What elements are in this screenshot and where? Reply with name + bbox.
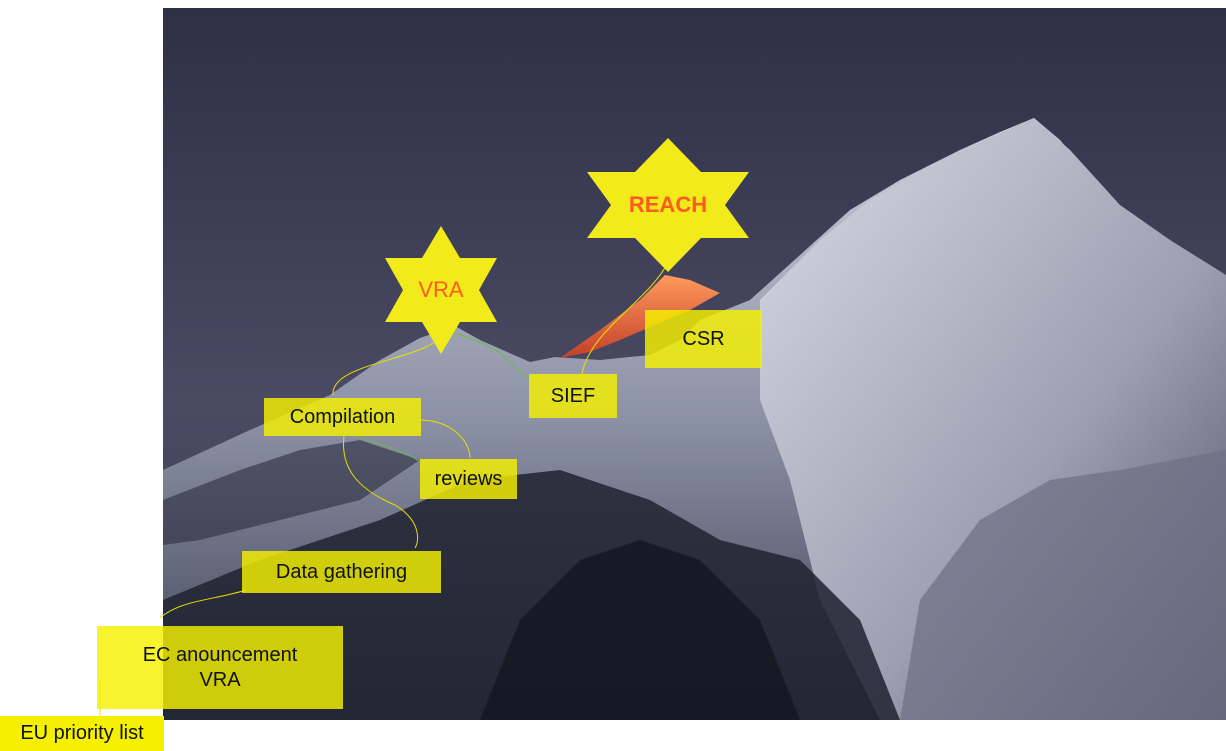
connector-reach-sief (581, 261, 669, 375)
reviews-label: reviews (420, 459, 517, 499)
far-ridge-shadow (163, 440, 420, 545)
shadow-ridge (480, 540, 800, 720)
star-reach (587, 138, 749, 272)
star-vra-label: VRA (418, 277, 464, 302)
ec-announcement-line1: EC anouncement (142, 643, 298, 666)
connector-compilation-datagathering (342, 435, 418, 549)
glowing-peak (560, 275, 720, 358)
connector-vra-sief (442, 329, 537, 383)
ec-announcement-label: EC anouncement VRA (97, 626, 343, 709)
csr-label: CSR (645, 310, 762, 368)
sief-label: SIEF (529, 374, 617, 418)
data-gathering-label: Data gathering (242, 551, 441, 593)
star-reach-label: REACH (628, 192, 708, 217)
eu-priority-list-label: EU priority list (0, 716, 164, 751)
connector-compilation-reviews-a (419, 419, 471, 459)
star-vra (385, 226, 497, 354)
connector-compilation-reviews-b (354, 435, 421, 463)
right-lower-snow (900, 450, 1226, 720)
compilation-label: Compilation (264, 398, 421, 436)
connector-datagathering-ec (159, 589, 247, 619)
ec-announcement-line2: VRA (199, 668, 241, 691)
